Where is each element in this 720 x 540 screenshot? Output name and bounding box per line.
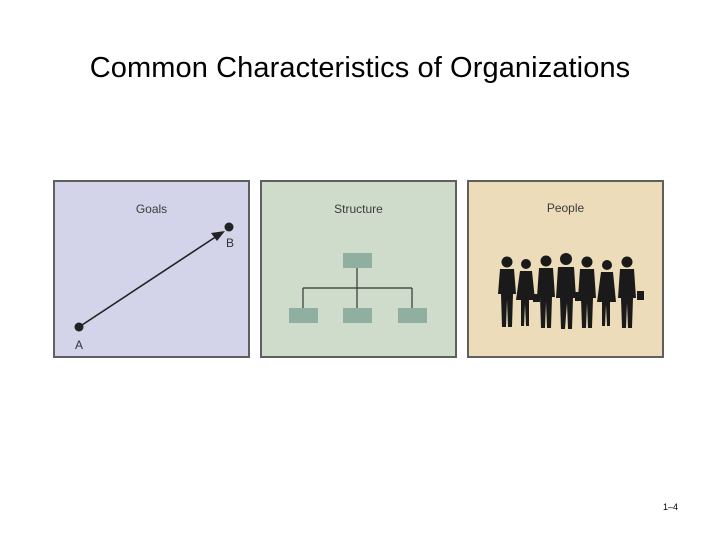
- people-label: People: [546, 201, 585, 215]
- goals-panel: Goals A B: [53, 180, 250, 358]
- structure-panel: Structure: [260, 180, 457, 358]
- point-b-label: B: [226, 236, 234, 250]
- org-chart-middle-box: [343, 308, 372, 323]
- org-chart-left-box: [289, 308, 318, 323]
- goals-arrowhead: [211, 231, 225, 241]
- person-silhouette: [498, 256, 516, 327]
- point-b-dot: [224, 222, 234, 232]
- goals-arrow-line: [78, 233, 221, 328]
- slide-title: Common Characteristics of Organizations: [89, 52, 631, 84]
- people-silhouettes: [498, 253, 644, 329]
- people-panel: People: [467, 180, 664, 358]
- org-chart-right-box: [398, 308, 427, 323]
- org-chart-diagram: [289, 253, 427, 323]
- person-silhouette: [556, 253, 576, 329]
- person-silhouette: [533, 255, 555, 328]
- structure-label: Structure: [334, 202, 383, 216]
- point-a-label: A: [75, 338, 83, 352]
- page-number: 1–4: [662, 502, 678, 512]
- person-silhouette: [516, 259, 535, 326]
- person-silhouette: [597, 260, 616, 326]
- person-silhouette: [618, 256, 644, 328]
- goals-label: Goals: [135, 202, 168, 216]
- org-chart-top-box: [343, 253, 372, 268]
- point-a-dot: [74, 322, 84, 332]
- person-silhouette: [575, 256, 596, 328]
- goals-arrow-diagram: A B: [74, 222, 234, 352]
